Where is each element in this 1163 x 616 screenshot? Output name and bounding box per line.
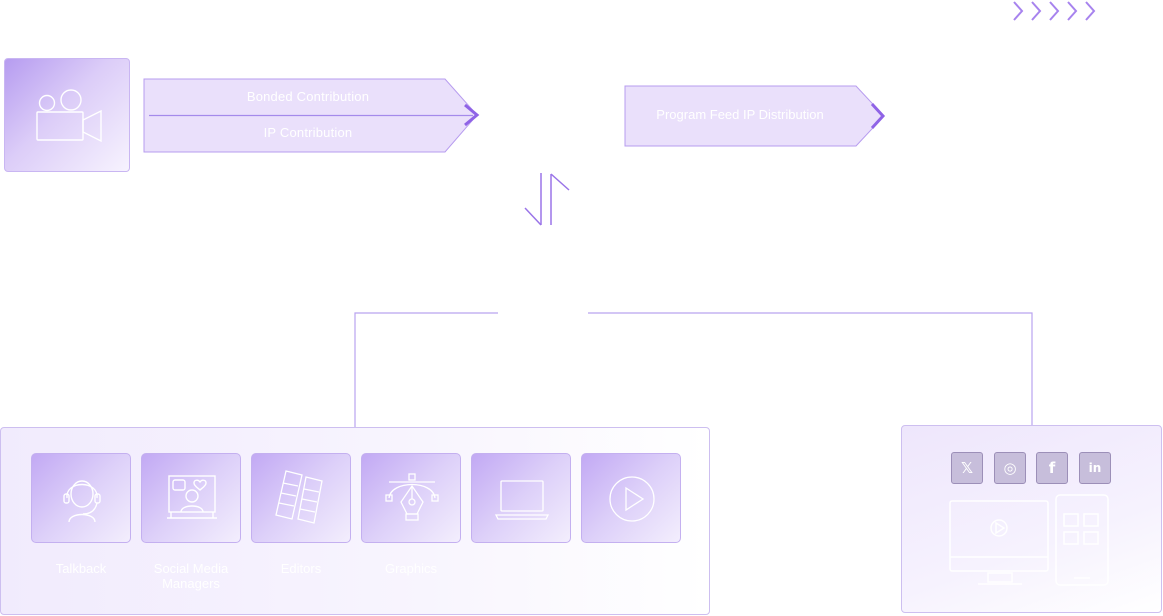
bonded-contribution-label: Bonded Contribution: [246, 89, 370, 104]
social-media-managers-tile[interactable]: [141, 453, 241, 543]
ip-contribution-label: IP Contribution: [263, 125, 353, 140]
phone-icon: [1055, 494, 1109, 586]
distribution-panel: 𝕏 ◎ f in: [901, 425, 1162, 613]
devices-illustration: [949, 494, 1109, 586]
contribution-arrow: Bonded Contribution IP Contribution: [143, 78, 483, 154]
distribution-arrow: Program Feed IP Distribution: [624, 85, 886, 148]
play-icon: [609, 476, 655, 522]
whatsapp-button[interactable]: ◎: [994, 452, 1026, 484]
chevrons-decoration: [1013, 1, 1096, 21]
monitor-play-icon: [990, 519, 1008, 537]
facebook-icon: f: [1048, 459, 1056, 477]
facebook-button[interactable]: f: [1036, 452, 1068, 484]
linkedin-button[interactable]: in: [1079, 452, 1111, 484]
graphics-label: Graphics: [384, 561, 438, 576]
laptop-icon: [495, 480, 549, 520]
social-media-label-line1: Social Media: [153, 561, 229, 576]
exchange-arrows-icon: [524, 173, 570, 226]
headset-icon: [63, 480, 101, 523]
team-panel: Talkback Social Media Managers: [0, 427, 710, 615]
camera-source-box: [4, 58, 130, 172]
social-media-icon: [167, 475, 217, 519]
graphics-tile[interactable]: [361, 453, 461, 543]
social-media-label-line2: Managers: [162, 576, 220, 591]
social-media-managers-label: Social Media Managers: [136, 561, 246, 591]
pen-tool-icon: [385, 473, 439, 521]
program-feed-label: Program Feed IP Distribution: [656, 107, 824, 122]
x-icon: 𝕏: [960, 459, 974, 477]
film-strip-icon: [275, 470, 323, 524]
talkback-tile[interactable]: [31, 453, 131, 543]
playout-tile[interactable]: [581, 453, 681, 543]
whatsapp-icon: ◎: [1003, 459, 1017, 477]
editors-tile[interactable]: [251, 453, 351, 543]
video-camera-icon: [36, 89, 102, 143]
x-button[interactable]: 𝕏: [951, 452, 983, 484]
editors-label: Editors: [280, 561, 322, 576]
talkback-label: Talkback: [55, 561, 107, 576]
linkedin-icon: in: [1088, 461, 1102, 475]
laptop-tile[interactable]: [471, 453, 571, 543]
monitor-icon: [949, 500, 1049, 572]
